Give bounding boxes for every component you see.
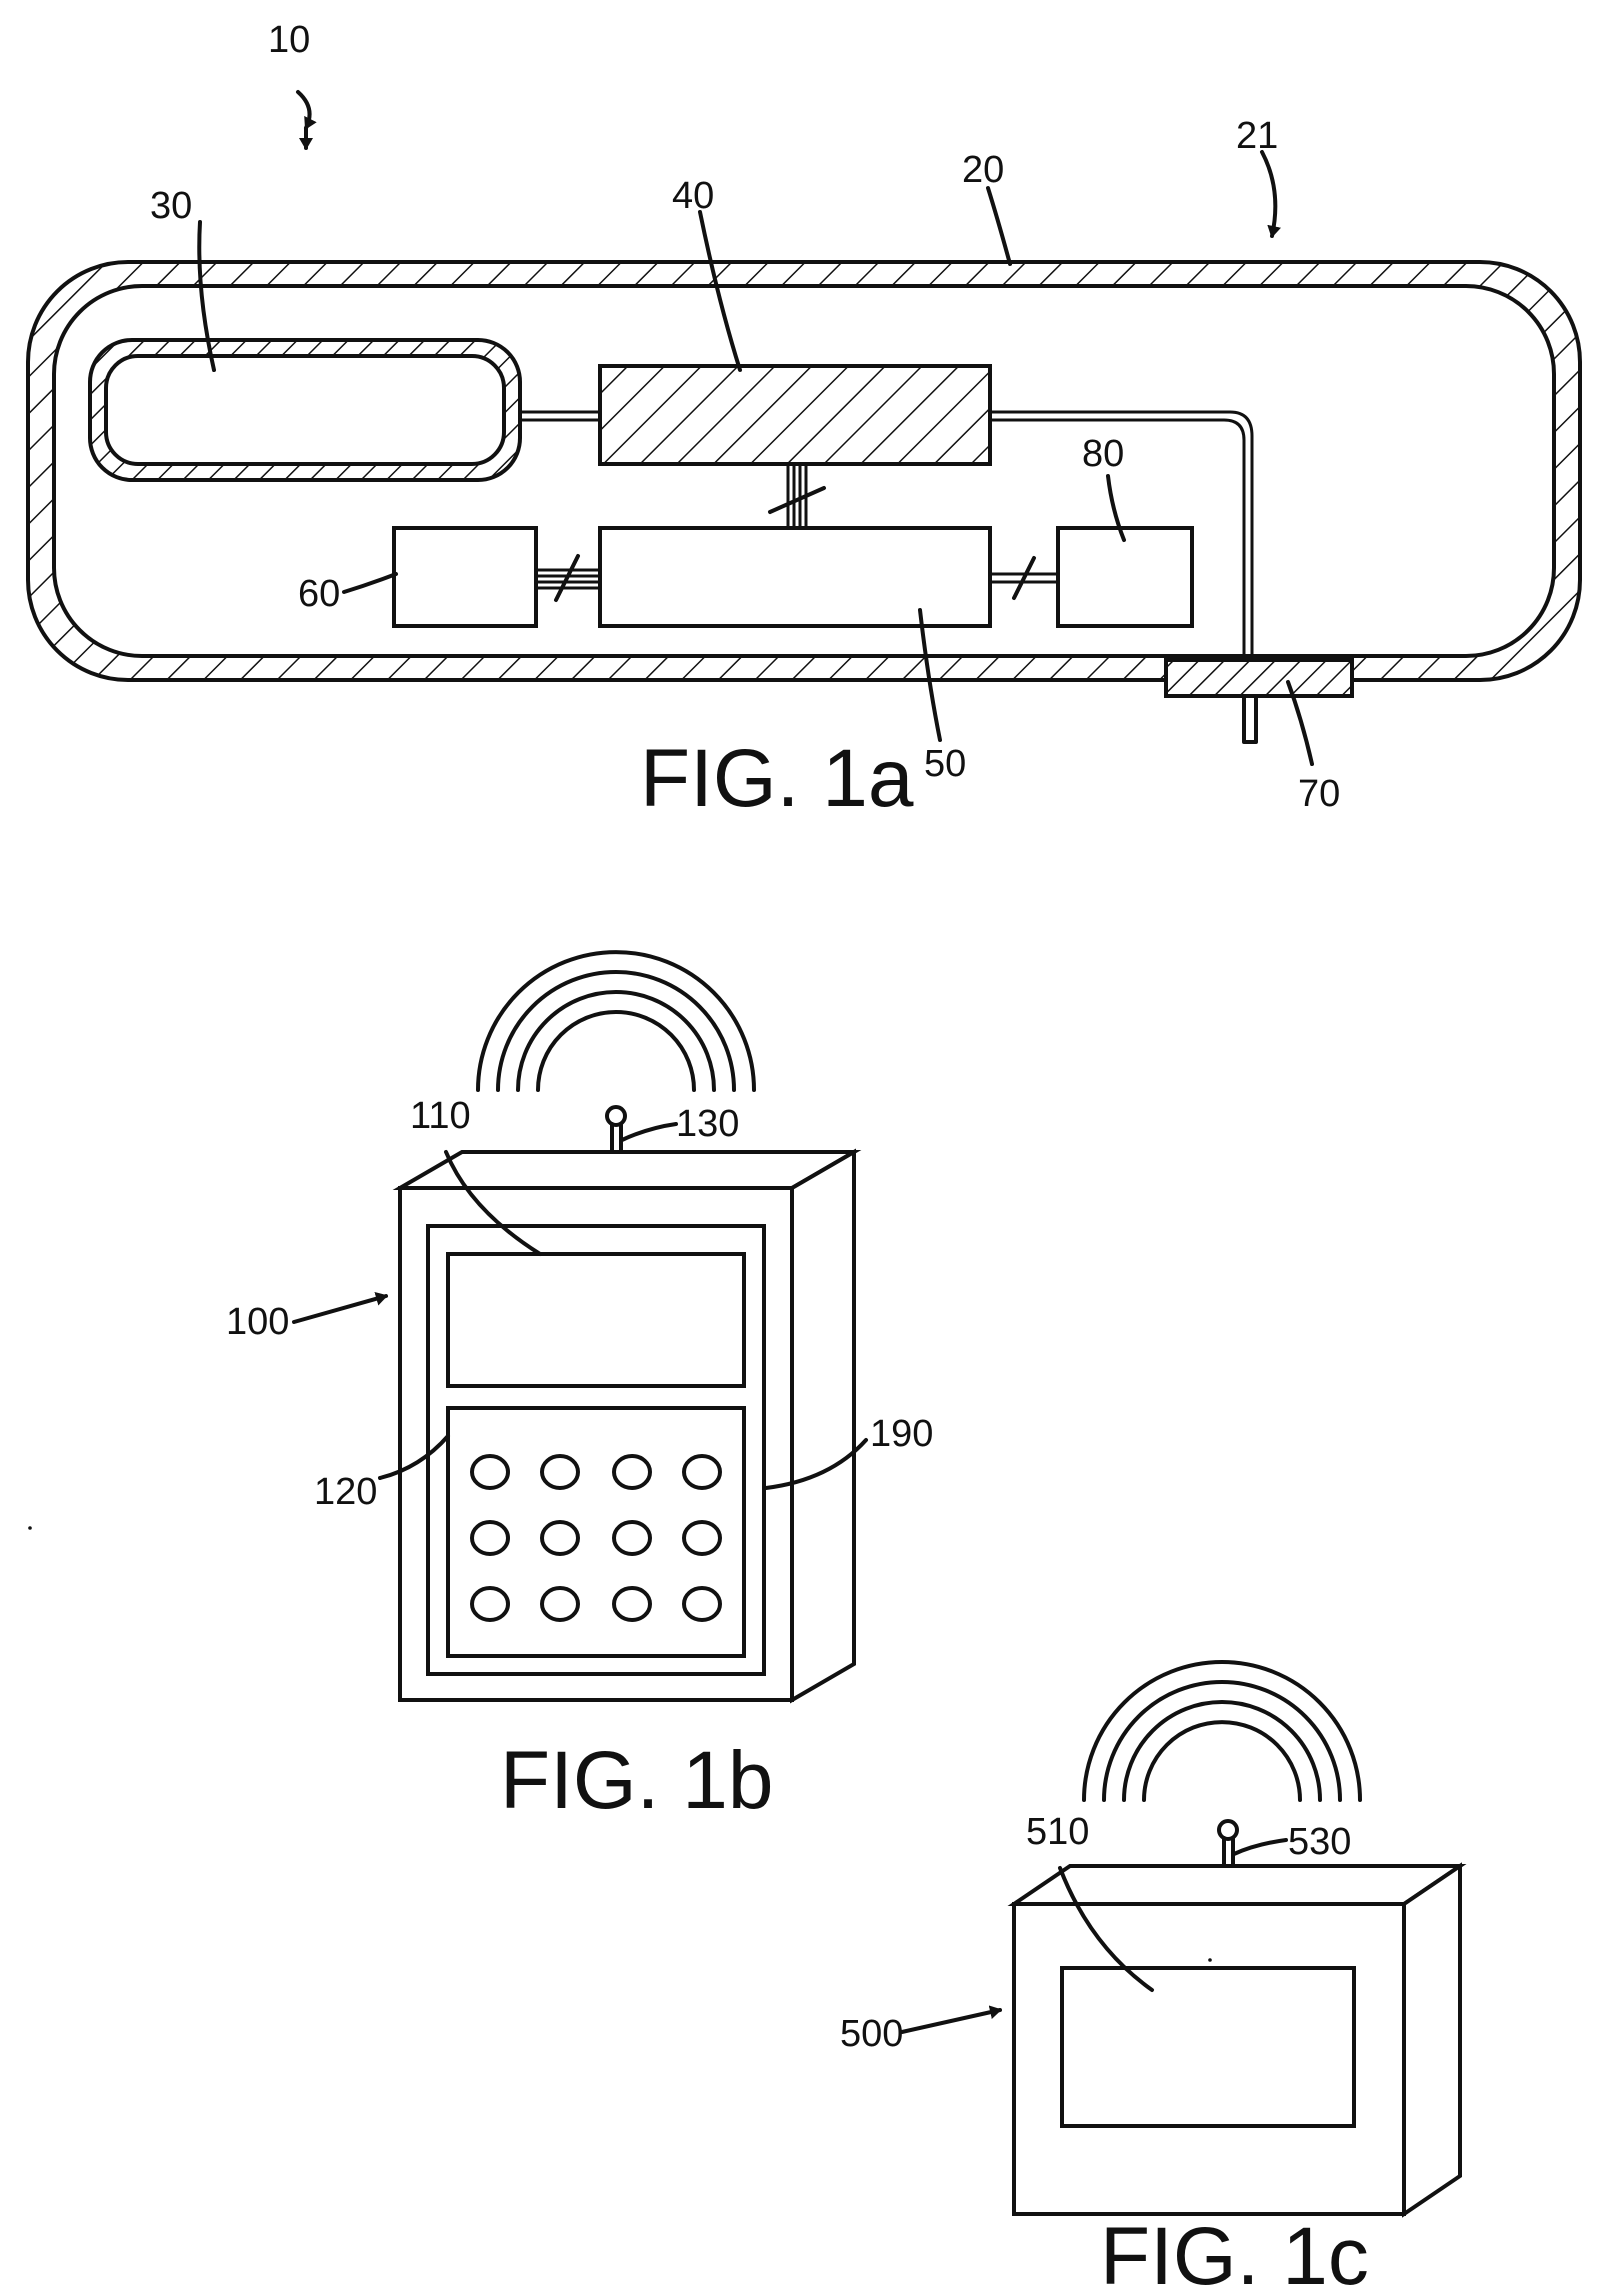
label-100: 100 [226, 1301, 289, 1343]
outlet-port [1166, 660, 1352, 696]
label-50: 50 [924, 743, 966, 785]
keypad-button [472, 1522, 508, 1554]
caption-fig-1c: FIG. 1c [1100, 2211, 1369, 2291]
label-20: 20 [962, 149, 1004, 191]
keypad-button [684, 1588, 720, 1620]
leader-10 [298, 92, 310, 128]
controller-comm-bus [990, 558, 1058, 598]
monitor-side-face [1404, 1866, 1460, 2214]
label-60: 60 [298, 573, 340, 615]
controller-block [600, 528, 990, 626]
label-21: 21 [1236, 115, 1278, 157]
radio-waves-1b [478, 952, 754, 1090]
keypad-button [614, 1456, 650, 1488]
label-530: 530 [1288, 1821, 1351, 1863]
handheld-side-face [792, 1152, 854, 1700]
label-80: 80 [1082, 433, 1124, 475]
keypad-button [614, 1588, 650, 1620]
monitor-display [1062, 1968, 1354, 2126]
power-block [394, 528, 536, 626]
handheld-top-face [400, 1152, 854, 1188]
speck [1208, 1958, 1212, 1962]
keypad-button [614, 1522, 650, 1554]
keypad-button [472, 1456, 508, 1488]
leader-21 [1262, 152, 1275, 236]
leader-40 [700, 212, 740, 370]
caption-fig-1b: FIG. 1b [500, 1735, 773, 1826]
outlet-needle [1244, 696, 1256, 742]
reservoir-inner [106, 356, 504, 464]
leader-20 [988, 188, 1010, 264]
figure-1c: 530 510 500 FIG. 1c [840, 1662, 1460, 2291]
label-120: 120 [314, 1471, 377, 1513]
caption-fig-1a: FIG. 1a [640, 733, 914, 824]
figure-1a: 10 20 21 30 40 60 80 50 70 FIG. 1a [28, 19, 1580, 824]
keypad-button [684, 1456, 720, 1488]
label-10: 10 [268, 19, 310, 61]
keypad-button [542, 1522, 578, 1554]
label-190: 190 [870, 1413, 933, 1455]
leader-530 [1234, 1840, 1286, 1854]
figure-1b: 130 110 100 120 190 FIG. 1b [226, 952, 933, 1826]
label-510: 510 [1026, 1811, 1089, 1853]
monitor-top-face [1014, 1866, 1460, 1904]
keypad-button [542, 1588, 578, 1620]
pump-controller-bus [770, 464, 824, 530]
label-130: 130 [676, 1103, 739, 1145]
leader-130 [622, 1124, 676, 1140]
keypad-button [684, 1522, 720, 1554]
pump-block [600, 366, 990, 464]
label-500: 500 [840, 2013, 903, 2055]
leader-500 [902, 2010, 1000, 2032]
keypad-button [542, 1456, 578, 1488]
power-controller-bus [536, 556, 600, 600]
label-30: 30 [150, 185, 192, 227]
leader-60 [344, 574, 396, 592]
handheld-display [448, 1254, 744, 1386]
speck [28, 1526, 32, 1530]
radio-waves-1c [1084, 1662, 1360, 1800]
label-40: 40 [672, 175, 714, 217]
leader-100 [294, 1296, 386, 1322]
communication-block [1058, 528, 1192, 626]
label-110: 110 [410, 1095, 471, 1137]
keypad-button [472, 1588, 508, 1620]
label-70: 70 [1298, 773, 1340, 815]
